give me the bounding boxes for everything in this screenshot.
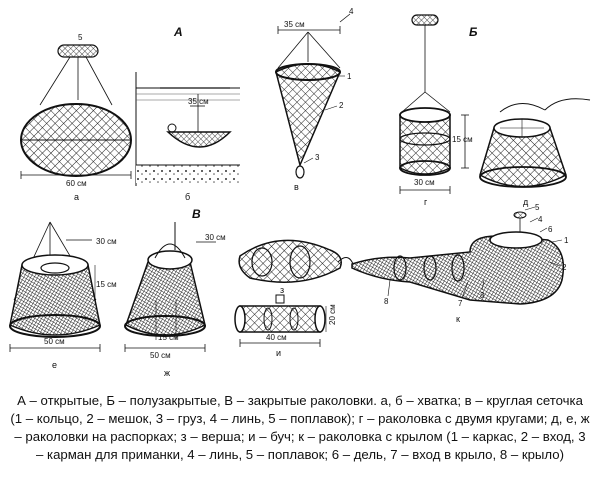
trap-a-hand-net (20, 44, 132, 179)
figure-caption: А – открытые, Б – полузакрытые, В – закр… (10, 393, 590, 462)
trap-k-with-wing (351, 206, 565, 305)
part-number: 4 (349, 7, 354, 16)
part-number: 2 (339, 101, 344, 110)
float-5 (57, 44, 99, 58)
sketch-label: ж (164, 368, 170, 378)
dimension-label: 60 см (66, 179, 87, 188)
dimension-label: 35 см (284, 20, 305, 29)
part-number: 2 (562, 263, 567, 272)
sketch-label: к (456, 314, 460, 324)
part-number: 4 (538, 215, 543, 224)
dimension-label: 15 см (96, 280, 117, 289)
crayfish-trap-figure: 5 60 см а А 35 см б 35 см 4 1 2 3 (9, 7, 591, 378)
sketch-label: е (52, 360, 57, 370)
trap-d-spreader (479, 98, 591, 188)
sketch-label: б (185, 192, 190, 202)
sketch-label: в (294, 182, 299, 192)
part-number: 3 (480, 291, 485, 300)
dimension-label: 30 см (414, 178, 435, 187)
part-number: 5 (535, 203, 540, 212)
trap-e-spreader-ring (9, 221, 101, 352)
part-number: 3 (315, 153, 320, 162)
dimension-label: 30 см (96, 237, 117, 246)
trap-zh-spreader (124, 222, 216, 352)
dimension-label: 50 см (44, 337, 65, 346)
dimension-label: 20 см (328, 304, 337, 325)
part-number: 1 (347, 72, 352, 81)
dimension-label: 50 см (150, 351, 171, 360)
sketch-label: а (74, 192, 79, 202)
sketch-label: з (280, 285, 284, 295)
dimension-label: 15 см (158, 333, 179, 342)
group-caption: А (173, 25, 183, 39)
part-number: 7 (458, 299, 463, 308)
float (411, 14, 439, 26)
trap-z-vershа (238, 239, 356, 283)
sketch-label: г (424, 197, 428, 207)
trap-v-cone-net (275, 13, 351, 179)
part-number: 1 (564, 236, 569, 245)
part-number: 5 (78, 33, 83, 42)
dimension-label: 15 см (452, 135, 473, 144)
trap-i-buch (234, 294, 327, 347)
dimension-label: 35 см (188, 97, 209, 106)
group-caption: Б (469, 25, 478, 39)
trap-g-two-rings (399, 14, 469, 194)
sketch-label: и (276, 348, 281, 358)
part-number: 6 (548, 225, 553, 234)
trap-b-in-water (135, 72, 240, 186)
float-5 (513, 211, 527, 219)
sketch-label: д (523, 197, 529, 207)
dimension-label: 40 см (266, 333, 287, 342)
part-number: 8 (384, 297, 389, 306)
group-caption: В (192, 207, 201, 221)
dimension-label: 30 см (205, 233, 226, 242)
